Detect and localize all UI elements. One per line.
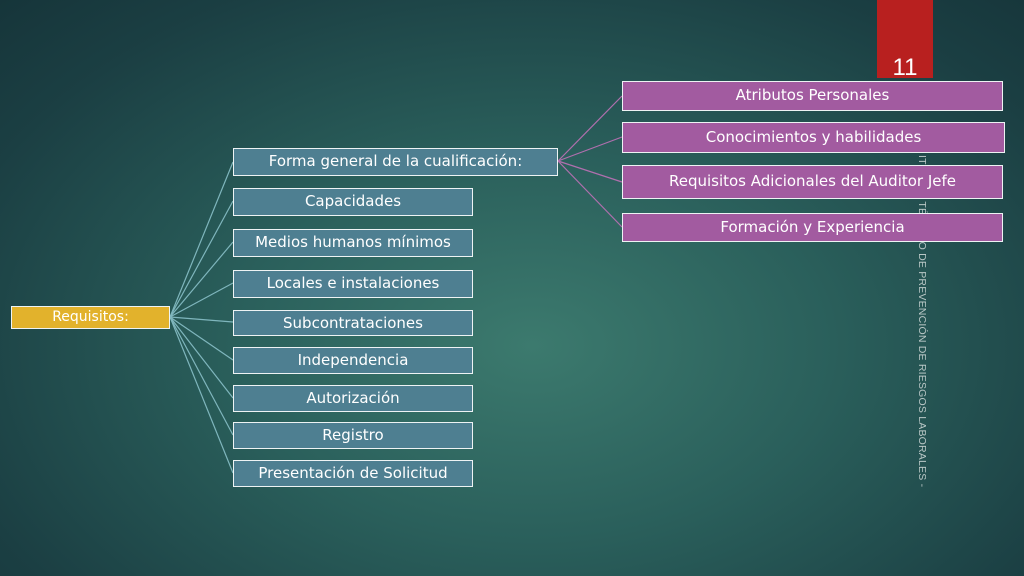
node-registro: Registro	[233, 422, 473, 449]
connector-root-5	[169, 316, 234, 361]
node-formacion: Formación y Experiencia	[622, 213, 1003, 242]
connector-root-0	[169, 161, 234, 318]
connector-root-8	[169, 316, 234, 474]
connector-root-7	[169, 316, 234, 436]
connector-root-4	[169, 316, 234, 323]
node-forma-general: Forma general de la cualificación:	[233, 148, 558, 176]
connector-root-3	[169, 282, 234, 318]
connector-root-2	[169, 241, 234, 318]
connector-sub-1	[557, 136, 623, 162]
page-number: 11	[892, 54, 918, 81]
node-autorizacion: Autorización	[233, 385, 473, 412]
node-capacidades: Capacidades	[233, 188, 473, 216]
connector-sub-3	[557, 160, 623, 228]
node-independencia: Independencia	[233, 347, 473, 374]
connector-sub-0	[557, 95, 623, 162]
node-subcontrataciones: Subcontrataciones	[233, 310, 473, 336]
root-node: Requisitos:	[11, 306, 170, 329]
node-presentacion: Presentación de Solicitud	[233, 460, 473, 487]
node-atributos: Atributos Personales	[622, 81, 1003, 111]
accent-bar	[877, 0, 933, 78]
connector-sub-2	[557, 160, 623, 183]
node-medios-humanos: Medios humanos mínimos	[233, 229, 473, 257]
node-locales: Locales e instalaciones	[233, 270, 473, 298]
node-conocimientos: Conocimientos y habilidades	[622, 122, 1005, 153]
connector-root-6	[169, 316, 234, 399]
node-requisitos-auditor: Requisitos Adicionales del Auditor Jefe	[622, 165, 1003, 199]
connector-root-1	[169, 200, 234, 318]
